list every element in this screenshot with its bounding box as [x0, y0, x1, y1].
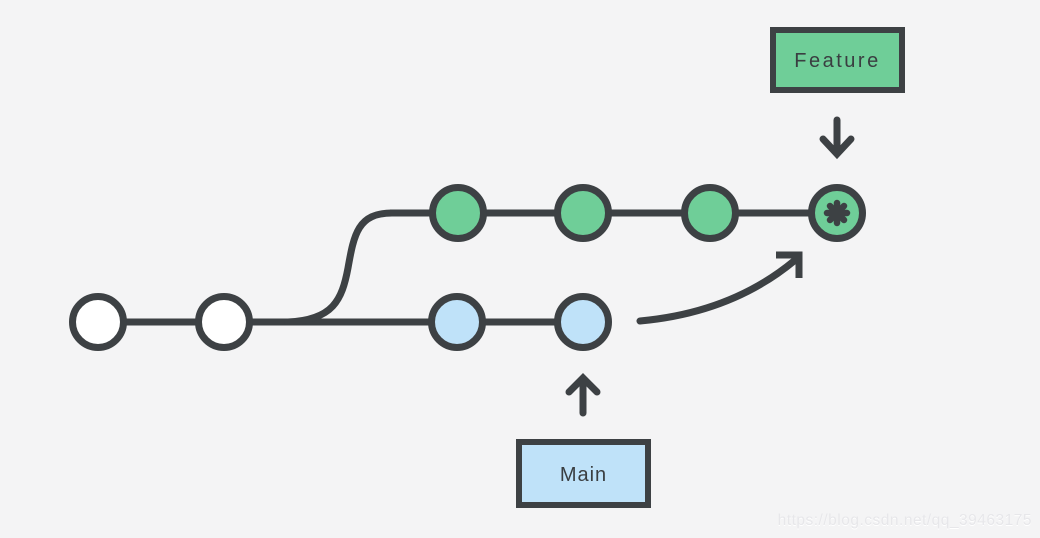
asterisk-spoke — [826, 202, 848, 224]
watermark-url: https://blog.csdn.net/qq_39463175 — [777, 512, 1032, 529]
branch-split-curve — [284, 209, 396, 326]
commit-node-feature-2 — [554, 184, 612, 242]
commit-node-main-1 — [428, 293, 486, 351]
arrow-up-head — [565, 373, 601, 396]
commit-node-base-2 — [195, 293, 253, 351]
merge-arrow-curve — [636, 257, 798, 325]
main-label-box — [516, 439, 651, 508]
arrow-down-head — [819, 135, 855, 160]
arrow-up-icon — [565, 373, 601, 417]
commit-node-feature-1 — [429, 184, 487, 242]
main-label: Main — [560, 464, 607, 486]
merge-arrowhead-icon — [776, 251, 803, 278]
commit-node-feature-3 — [681, 184, 739, 242]
commit-node-main-2 — [554, 293, 612, 351]
feature-label-box — [770, 27, 905, 93]
feature-label: Feature — [794, 50, 880, 72]
commit-node-base-1 — [69, 293, 127, 351]
arrow-down-icon — [819, 116, 855, 160]
asterisk-icon — [823, 199, 851, 227]
